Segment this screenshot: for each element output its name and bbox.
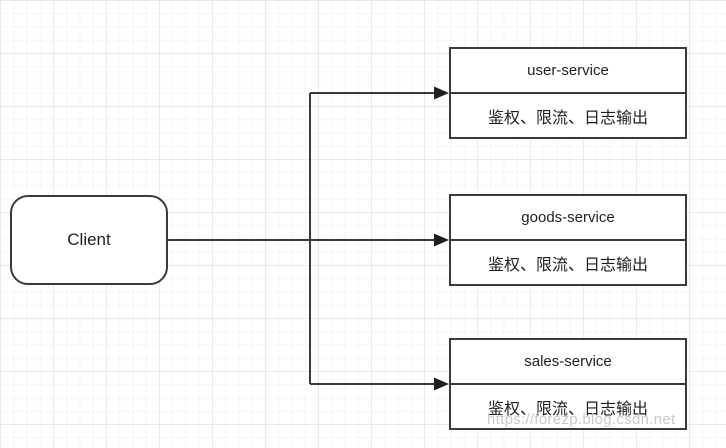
watermark: https://forezp.blog.csdn.net	[487, 411, 676, 428]
arrowhead-user-icon	[434, 86, 449, 100]
client-label: Client	[67, 230, 111, 249]
service-features-user: 鉴权、限流、日志输出	[487, 109, 648, 127]
arrowhead-goods-icon	[434, 233, 449, 247]
client-node[interactable]: Client	[10, 195, 168, 285]
service-node-sales[interactable]: sales-service 鉴权、限流、日志输出	[449, 338, 687, 430]
service-name-user: user-service	[451, 49, 685, 94]
service-features-goods: 鉴权、限流、日志输出	[487, 256, 648, 274]
service-node-goods[interactable]: goods-service 鉴权、限流、日志输出	[449, 194, 687, 286]
service-node-user[interactable]: user-service 鉴权、限流、日志输出	[449, 47, 687, 139]
service-name-sales: sales-service	[451, 340, 685, 385]
service-name-goods: goods-service	[451, 196, 685, 241]
arrowhead-sales-icon	[434, 377, 449, 391]
service-features-sales: 鉴权、限流、日志输出	[487, 400, 648, 418]
